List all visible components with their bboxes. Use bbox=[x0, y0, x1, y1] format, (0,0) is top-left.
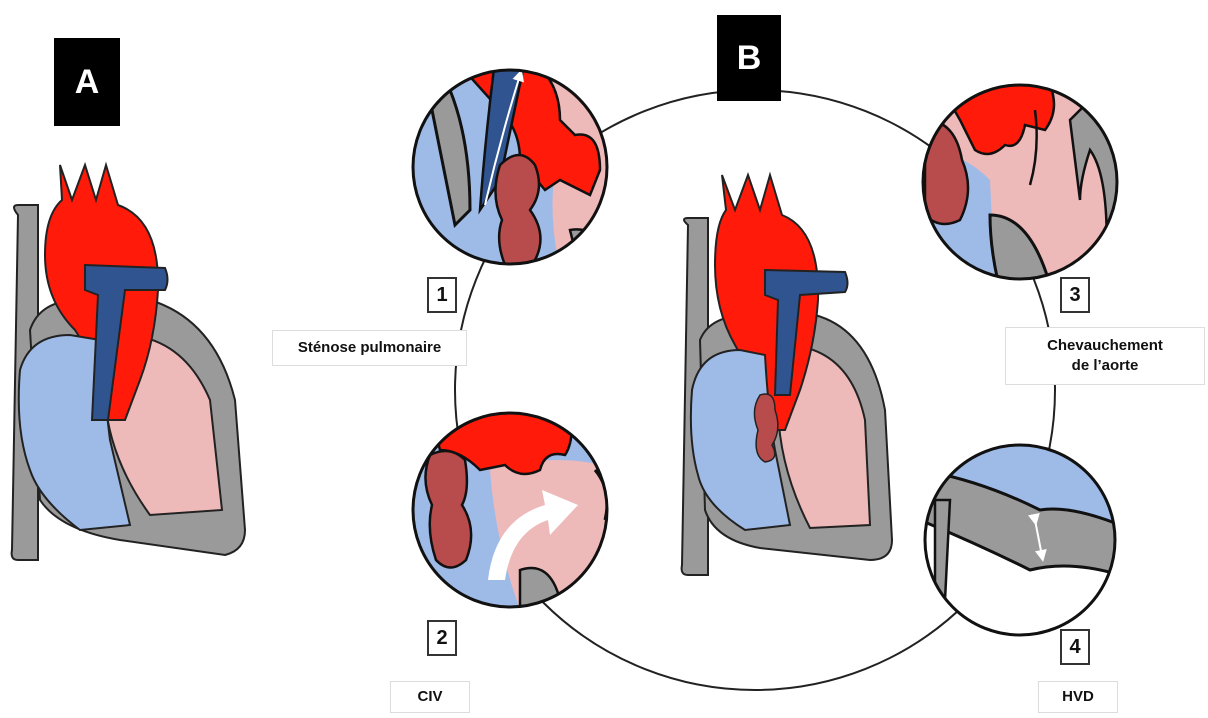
callout-number-4: 4 bbox=[1060, 629, 1090, 665]
zoom-rv-hypertrophy bbox=[920, 445, 1120, 645]
zoom-vsd bbox=[410, 410, 620, 615]
callout-number-3: 3 bbox=[1060, 277, 1090, 313]
zoom-stenosis bbox=[410, 60, 620, 271]
caption-overriding-aorta-line2: de l’aorte bbox=[1072, 356, 1139, 376]
caption-overriding-aorta: Chevauchement de l’aorte bbox=[1005, 327, 1205, 385]
caption-vsd: CIV bbox=[390, 681, 470, 713]
normal-heart bbox=[12, 165, 245, 560]
caption-pulmonary-stenosis: Sténose pulmonaire bbox=[272, 330, 467, 366]
callout-number-2: 2 bbox=[427, 620, 457, 656]
panel-a-label: A bbox=[54, 38, 120, 126]
caption-overriding-aorta-line1: Chevauchement bbox=[1047, 336, 1163, 356]
tetralogy-heart bbox=[682, 175, 892, 575]
panel-b-label: B bbox=[717, 15, 781, 101]
callout-number-1: 1 bbox=[427, 277, 457, 313]
caption-rv-hypertrophy: HVD bbox=[1038, 681, 1118, 713]
zoom-overriding-aorta bbox=[920, 85, 1121, 290]
